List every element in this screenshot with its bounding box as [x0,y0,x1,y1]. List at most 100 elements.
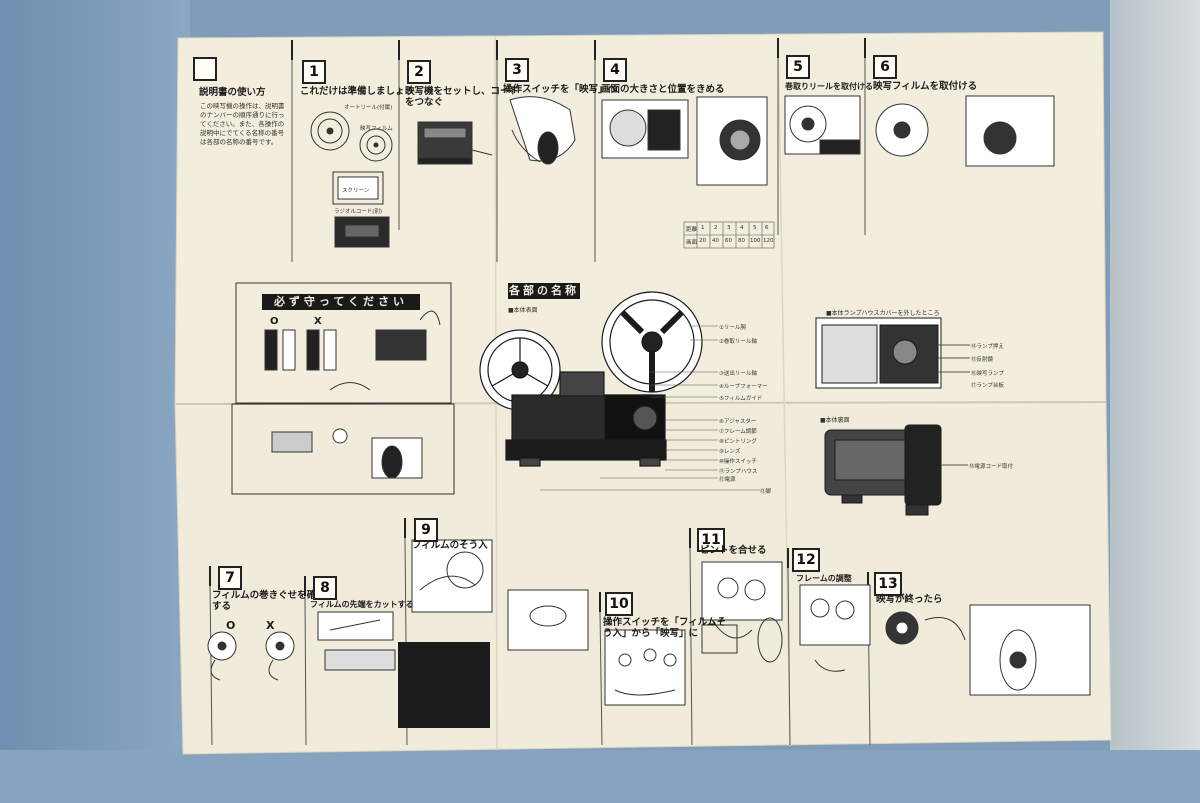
label-screen: スクリーン [342,188,370,194]
step-3-title: 操作スイッチを「映写」へ [503,84,618,95]
step3-hand-illustration [509,96,576,165]
step-10-number: 10 [605,592,633,616]
background-left [0,0,190,803]
step5-reel [784,95,861,155]
callout-1: ①リール腕 [719,325,746,331]
table4-header-0: 距離 [686,227,698,233]
step-5-title: 巻取りリールを取付ける [785,82,873,91]
step-3-number: 3 [505,58,529,82]
callout-13: ⑬脚 [760,489,772,495]
step-2-title-2: をつなぐ [405,97,444,108]
step10-illustrations [507,589,686,706]
step-10-title-2: う入」から「映写」に [603,628,699,639]
step7-illustrations [207,631,295,681]
guide-body-3: てください。また、各操作の [200,120,285,128]
step-10-title: 操作スイッチを「フィルムそ [603,617,727,628]
callout-2: ②巻取リール軸 [719,339,757,345]
callout-5: ⑤フィルムガイド [719,396,763,402]
guide-body-5: は各部の名称の番号です。 [200,138,278,146]
callout-16: ⑯映写ランプ [971,371,1004,377]
step-8-title: フィルムの先端をカットする [310,600,414,609]
table4-header-4: 4 [740,225,744,231]
mark-ok-1: O [270,316,279,327]
step-9-title: フィルムのそう入 [412,540,488,551]
background-right [1110,0,1200,803]
table4-row-5: 100 [750,238,761,244]
callout-7: ⑦フレーム調節 [719,429,757,435]
step-13-title: 映写が終ったら [876,594,943,605]
table4-row-6: 120 [763,238,774,244]
guide-icon [193,57,217,81]
label-rear: ■本体裏面 [820,417,850,424]
step6-illustrations [875,95,1055,167]
step-9-number: 9 [414,518,438,542]
label-film: 映写フィルム [360,126,393,132]
step9-warning-box [398,642,490,728]
step9-illustrations [411,539,493,613]
callout-14: ⑭ランプ押え [971,344,1004,350]
callout-3: ③送出リール軸 [719,371,757,377]
step-7-number: 7 [218,566,242,590]
mark-ok-2: O [226,619,236,632]
step-8-number: 8 [313,576,337,600]
step4-illustrations [601,96,768,186]
callout-12: ⑫電源 [719,477,736,483]
callout-11: ⑪ランプハウス [719,469,758,475]
step-11-number: 11 [697,528,725,552]
projector-diagram [479,291,703,467]
label-auto-reel: オートリール(付属) [344,105,393,111]
hint-illustrations [231,403,455,495]
background-bottom [0,750,1200,803]
table4-row-3: 60 [725,238,732,244]
step-6-title: 映写フィルムを取付ける [873,81,978,92]
step1-illustrations [310,111,393,248]
step-11-title: ピントを合せる [700,545,767,556]
table4-row-2: 40 [712,238,719,244]
step-4-title: 画面の大きさと位置をきめる [601,84,725,95]
must-obey-banner: 必ず守ってください [262,294,420,310]
callout-17: ⑰ランプ台板 [971,383,1004,389]
step-5-number: 5 [786,55,810,79]
callout-8: ⑧ピントリング [719,439,757,445]
table4-header-6: 6 [765,225,769,231]
callout-6: ⑥アジャスター [719,419,757,425]
step-2-number: 2 [407,60,431,84]
guide-body-2: のナンバーの順序通りに行っ [200,111,285,119]
callout-15: ⑮反射鏡 [971,357,994,363]
table4-row-4: 80 [738,238,745,244]
step11-illustrations [701,561,783,663]
mark-ng-1: X [314,316,322,327]
label-lampcover: ■本体ランプハウスカバーを外したところ [826,310,940,317]
table4-row-0: 画面 [686,240,698,246]
step8-illustrations [317,611,396,671]
guide-body-4: 説明中にでてくる名称の番号 [200,129,285,137]
mark-ng-2: X [266,619,275,632]
step-13-number: 13 [874,572,902,596]
step-4-number: 4 [603,58,627,82]
table4-header-1: 1 [701,225,705,231]
step-1-number: 1 [302,60,326,84]
step-12-title: フレームの調整 [796,574,852,583]
table4-header-2: 2 [714,225,718,231]
step2-projector [417,121,493,165]
table4-header-5: 5 [753,225,757,231]
step-7-title: フィルムの巻きぐせを確認 [212,590,326,601]
step-1-title: これだけは準備しましょう [300,86,415,97]
lamphouse-diagram [815,317,970,389]
label-front: ■本体表面 [508,307,538,314]
callout-18: ⑱電源コード取付 [969,464,1014,470]
step13-illustrations [885,604,1091,696]
table4-row-1: 20 [699,238,706,244]
step-2-title: 映写機をセットし、コード [405,86,520,97]
callout-4: ④ループフォーマー [719,384,768,390]
table4-header-3: 3 [727,225,731,231]
rear-diagram [824,424,968,516]
callout-10: ⑩操作スイッチ [719,459,757,465]
label-cord: ラジオルコード(別) [334,209,383,215]
step-12-number: 12 [792,548,820,572]
step4-distance-table [683,221,775,249]
callout-leaders [540,325,760,491]
step12-illustrations [799,584,871,672]
guide-title: 説明書の使い方 [199,87,266,98]
